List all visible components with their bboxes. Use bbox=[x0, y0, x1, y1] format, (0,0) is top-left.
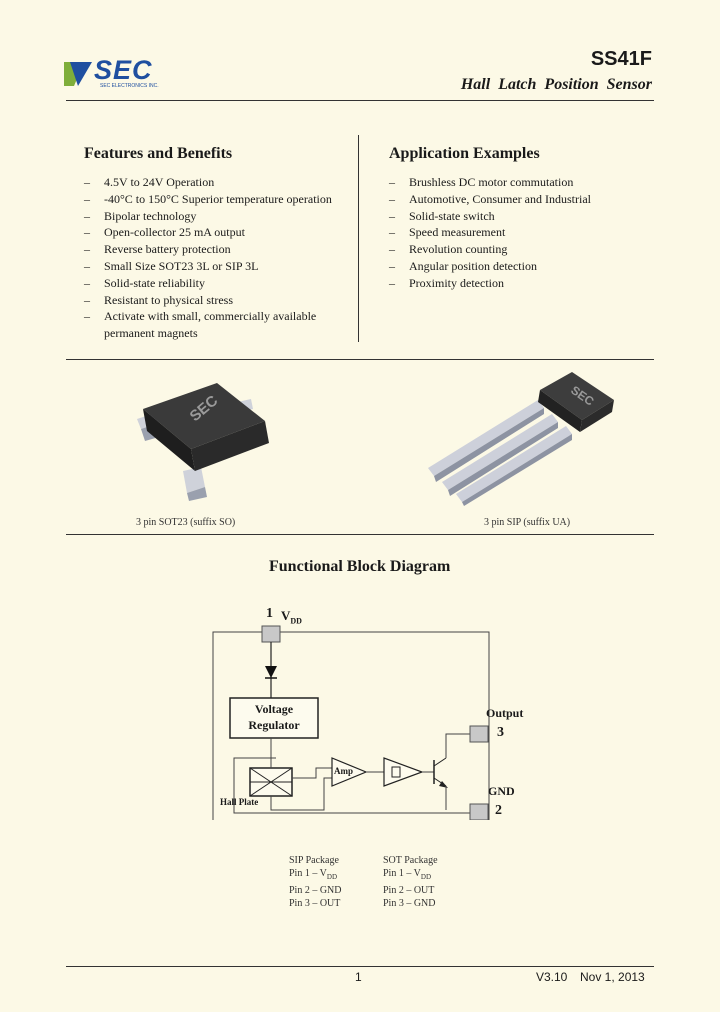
footer-rule bbox=[66, 966, 654, 967]
sip-package-image: SEC bbox=[420, 368, 620, 508]
gnd-label: GND bbox=[488, 784, 515, 798]
version: V3.10 bbox=[536, 970, 568, 984]
list-item: Brushless DC motor commutation bbox=[389, 174, 659, 191]
header-rule bbox=[66, 100, 654, 101]
applications-list: Brushless DC motor commutation Automotiv… bbox=[389, 174, 659, 292]
sip-pin2: Pin 2 – GND bbox=[289, 885, 342, 896]
list-item: Revolution counting bbox=[389, 241, 659, 258]
list-item: Open-collector 25 mA output bbox=[84, 224, 354, 241]
output-label: Output bbox=[486, 706, 524, 720]
sot-caption: 3 pin SOT23 (suffix SO) bbox=[136, 517, 236, 528]
vdd-label: VDD bbox=[281, 608, 302, 626]
sot23-package-image: SEC bbox=[125, 375, 285, 505]
pin2-number: 2 bbox=[495, 803, 502, 818]
page-number: 1 bbox=[355, 970, 362, 984]
vdd-subscript: DD bbox=[290, 616, 302, 626]
part-number: SS41F bbox=[590, 48, 652, 70]
sot-heading: SOT Package bbox=[383, 855, 438, 866]
section-rule bbox=[66, 359, 654, 360]
features-list: 4.5V to 24V Operation -40°C to 150°C Sup… bbox=[84, 174, 354, 342]
sot-pin2: Pin 2 – OUT bbox=[383, 885, 435, 896]
list-item: Speed measurement bbox=[389, 224, 659, 241]
column-divider bbox=[358, 135, 359, 342]
block-diagram bbox=[212, 625, 490, 820]
sip-pin1: Pin 1 – VDD bbox=[289, 868, 338, 881]
list-item: Activate with small, commercially availa… bbox=[84, 308, 344, 342]
list-item: Reverse battery protection bbox=[84, 241, 354, 258]
pin3-number: 3 bbox=[497, 725, 504, 740]
logo-tagline: SEC ELECTRONICS INC. bbox=[100, 83, 159, 89]
list-item: Angular position detection bbox=[389, 258, 659, 275]
pin1-number: 1 bbox=[266, 606, 273, 621]
sot-pin3: Pin 3 – GND bbox=[383, 898, 436, 909]
sot-pin1: Pin 1 – VDD bbox=[383, 868, 432, 881]
list-item: Automotive, Consumer and Industrial bbox=[389, 191, 659, 208]
features-heading: Features and Benefits bbox=[84, 145, 233, 162]
hall-plate-label: Hall Plate bbox=[220, 797, 259, 807]
regulator-line-2: Regulator bbox=[248, 718, 300, 732]
applications-heading: Application Examples bbox=[389, 145, 540, 162]
product-subtitle: Hall Latch Position Sensor bbox=[460, 76, 652, 93]
sip-pinout: SIP Package Pin 1 – VDD Pin 2 – GND Pin … bbox=[289, 854, 342, 910]
date: Nov 1, 2013 bbox=[580, 970, 645, 984]
list-item: Small Size SOT23 3L or SIP 3L bbox=[84, 258, 354, 275]
logo-wordmark: SEC bbox=[94, 55, 153, 85]
logo-mark-icon bbox=[64, 62, 92, 86]
diagram-title: Functional Block Diagram bbox=[269, 558, 451, 575]
list-item: Solid-state reliability bbox=[84, 275, 354, 292]
list-item: -40°C to 150°C Superior temperature oper… bbox=[84, 191, 354, 208]
list-item: Bipolar technology bbox=[84, 208, 354, 225]
list-item: Resistant to physical stress bbox=[84, 292, 354, 309]
section-rule bbox=[66, 534, 654, 535]
regulator-label: Voltage Regulator bbox=[230, 701, 318, 733]
sip-heading: SIP Package bbox=[289, 855, 339, 866]
regulator-line-1: Voltage bbox=[254, 702, 294, 716]
sip-caption: 3 pin SIP (suffix UA) bbox=[484, 517, 571, 528]
amp-label: Amp bbox=[334, 766, 354, 776]
sot-pinout: SOT Package Pin 1 – VDD Pin 2 – OUT Pin … bbox=[383, 854, 438, 910]
vdd-text: V bbox=[281, 608, 291, 623]
company-logo: SEC SEC ELECTRONICS INC. bbox=[62, 55, 182, 92]
list-item: Solid-state switch bbox=[389, 208, 659, 225]
sip-pin3: Pin 3 – OUT bbox=[289, 898, 341, 909]
list-item: 4.5V to 24V Operation bbox=[84, 174, 354, 191]
list-item: Proximity detection bbox=[389, 275, 659, 292]
